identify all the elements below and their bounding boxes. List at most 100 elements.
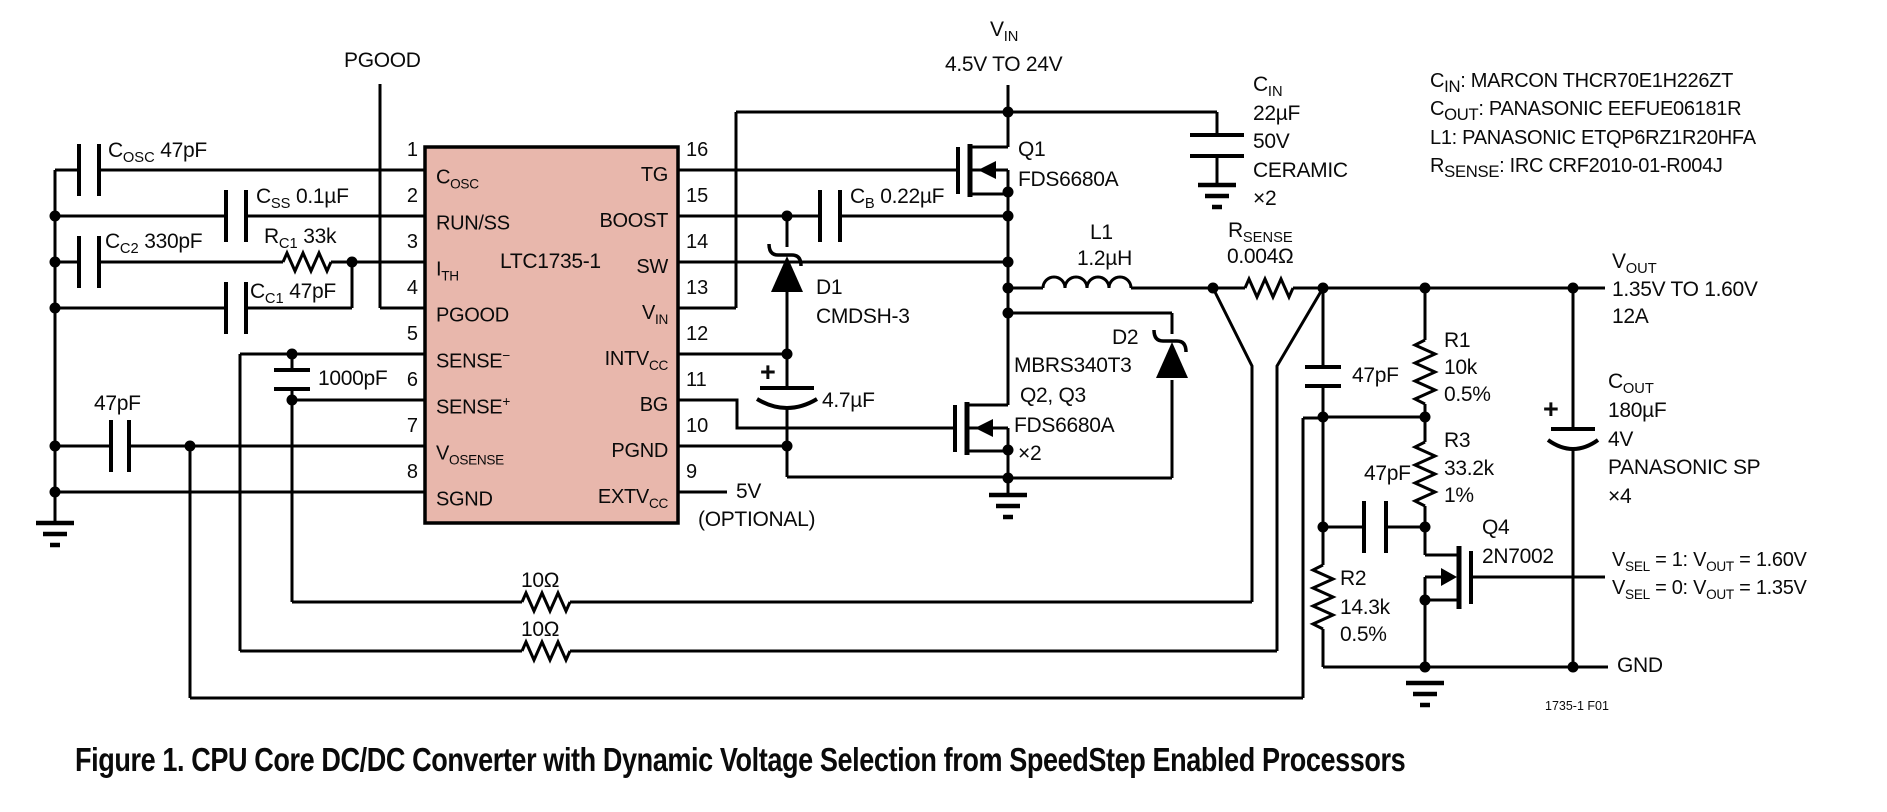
cap-cb: [818, 190, 842, 242]
d1-part: CMDSH-3: [816, 305, 910, 328]
pin-boost: BOOST: [599, 210, 668, 232]
pgood-net-label: PGOOD: [344, 49, 421, 72]
pin-bg: BG: [639, 394, 669, 416]
pgood-wire: [378, 84, 425, 310]
cin-ref: CIN: [1253, 73, 1283, 101]
rsense-ref: RSENSE: [1228, 219, 1293, 247]
pin-15-number: 15: [686, 185, 709, 207]
q4-stubs: [1425, 553, 1459, 602]
cin-value: 22µF: [1253, 102, 1301, 125]
figure-code: 1735-1 F01: [1545, 699, 1609, 713]
vout-current-label: 12A: [1612, 305, 1649, 328]
resistor-rc1: [281, 249, 333, 275]
vin-rail: [678, 85, 1217, 310]
c1000-label: 1000pF: [318, 367, 388, 390]
pin-4-number: 4: [406, 277, 418, 299]
gnd-label: GND: [1617, 654, 1663, 677]
q23-mult: ×2: [1018, 442, 1042, 465]
ground-sgnd: [36, 520, 74, 548]
pin-13-number: 13: [686, 277, 709, 299]
cap-cout-arc: [1546, 438, 1600, 451]
pin-16-number: 16: [686, 139, 709, 161]
diode-d1: [771, 256, 803, 292]
q1-part: FDS6680A: [1018, 168, 1119, 191]
d2-ref: D2: [1112, 326, 1139, 349]
resistor-rsense: [1243, 275, 1295, 301]
bg-wire: [678, 398, 955, 430]
pin-14-number: 14: [686, 231, 709, 253]
pin-vosense: VOSENSE: [436, 442, 504, 468]
c47-q4-label: 47pF: [1364, 462, 1411, 485]
cout-voltage: 4V: [1608, 428, 1634, 451]
ext5v-label: 5V: [736, 480, 762, 503]
cc1-label: CC1 47pF: [250, 280, 336, 308]
cout-ref: COUT: [1608, 370, 1654, 398]
pin-cosc: COSC: [436, 166, 479, 192]
pin-tg: TG: [640, 164, 668, 186]
cc1-wire: [55, 262, 354, 310]
cc2-label: CC2 330pF: [105, 230, 203, 258]
d2-part: MBRS340T3: [1014, 354, 1132, 377]
resistor-10ohm-b: [520, 638, 572, 664]
pin-12-number: 12: [686, 323, 709, 345]
r2-ref: R2: [1340, 567, 1367, 590]
cap-1000pf: [274, 368, 310, 391]
pin-sgnd: SGND: [436, 488, 493, 511]
pin-sw: SW: [636, 256, 668, 278]
r2-value: 14.3k: [1340, 596, 1390, 619]
wires: [53, 84, 1608, 700]
r1-ref: R1: [1444, 329, 1471, 352]
r1-value: 10k: [1444, 356, 1477, 379]
pin-2-number: 2: [406, 185, 418, 207]
vin-label: VIN: [990, 18, 1019, 46]
pin-10-number: 10: [686, 415, 709, 437]
cap-css: [224, 190, 248, 242]
cout-mult: ×4: [1608, 485, 1632, 508]
d1-ref: D1: [816, 276, 843, 299]
q1-arrow: [978, 161, 996, 179]
pin-sense-plus: SENSE+: [436, 394, 510, 419]
pin-pgood: PGOOD: [436, 304, 509, 327]
r1-tol: 0.5%: [1444, 383, 1491, 406]
pin-1-number: 1: [406, 139, 418, 161]
cout-type: PANASONIC SP: [1608, 456, 1761, 479]
pin-8-number: 8: [406, 461, 418, 483]
pin-vin: VIN: [641, 302, 668, 327]
pin-sense-minus: SENSE−: [436, 348, 510, 373]
sense-plus-wire: [290, 398, 425, 602]
bom-rsense: RSENSE: IRC CRF2010-01-R004J: [1430, 155, 1723, 181]
vsel-high-label: VSEL = 1: VOUT = 1.60V: [1612, 549, 1807, 574]
cap-47pf-q4: [1362, 501, 1388, 553]
c4u7-value: 4.7µF: [822, 389, 875, 412]
ext5v-note: (OPTIONAL): [698, 508, 816, 531]
kelvin-plus: [1211, 287, 1254, 602]
cap-47pf-sense: [1305, 365, 1341, 388]
sense-minus-wire: [238, 352, 425, 651]
ground-q4: [1406, 680, 1444, 708]
cap-cc2: [77, 236, 101, 288]
vosense-wire: [55, 444, 425, 698]
ic-part-number: LTC1735-1: [500, 250, 601, 273]
vin-range-label: 4.5V TO 24V: [945, 53, 1063, 76]
vsel-low-label: VSEL = 0: VOUT = 1.35V: [1612, 577, 1807, 602]
r3-tol: 1%: [1444, 484, 1474, 507]
ground-q2: [989, 492, 1027, 520]
d1-column: [785, 216, 1008, 479]
ground-cin: [1198, 182, 1236, 210]
q23-ref: Q2, Q3: [1020, 384, 1086, 407]
cap-4u7-arc: [755, 397, 819, 410]
diode-d1-schottky: [767, 243, 803, 267]
resistor-10ohm-a: [520, 589, 572, 615]
pin-ith: ITH: [436, 258, 459, 284]
vosense-return: [190, 416, 1323, 700]
q4-part: 2N7002: [1482, 545, 1554, 568]
c47-vosense-label: 47pF: [94, 392, 141, 415]
cap-cosc: [77, 144, 101, 196]
q2-arrow: [975, 419, 993, 437]
diodes: [767, 243, 1188, 378]
l1-value: 1.2µH: [1077, 247, 1132, 270]
inductor-l1: [1041, 275, 1133, 289]
vout-label: VOUT: [1612, 250, 1657, 278]
r2-bottom-wire: [1321, 629, 1425, 669]
